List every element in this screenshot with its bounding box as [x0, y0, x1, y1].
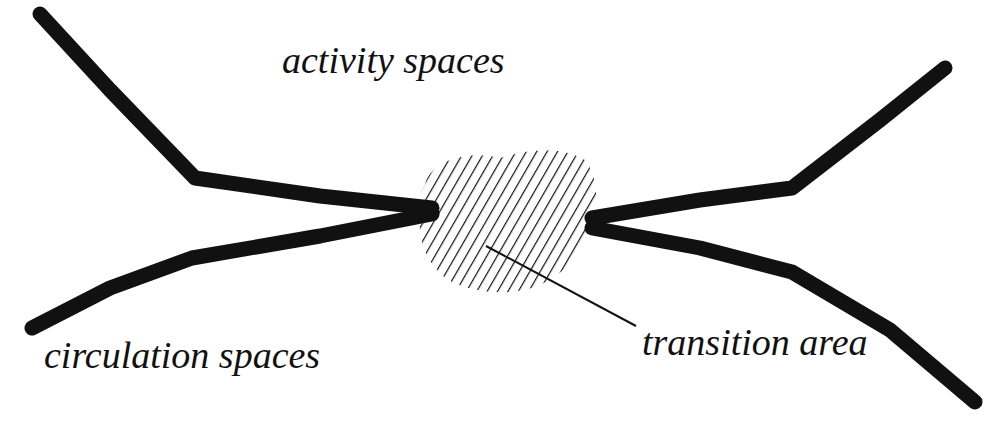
leader-line: [486, 246, 636, 326]
wall-left-lower: [32, 214, 432, 328]
region-label: circulation spaces: [44, 335, 320, 377]
callout-label: transition area: [642, 322, 868, 364]
transition-hatch: [419, 150, 596, 292]
wall-right-lower: [592, 228, 975, 402]
region-label: activity spaces: [282, 40, 505, 82]
wall-right-upper: [592, 68, 945, 218]
